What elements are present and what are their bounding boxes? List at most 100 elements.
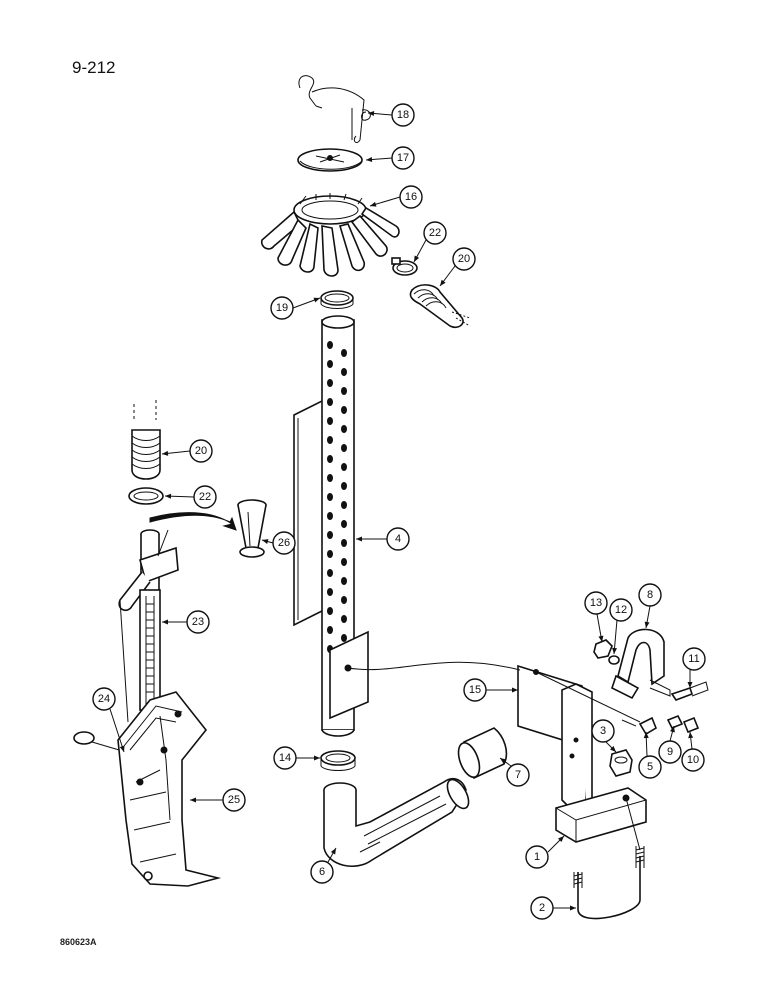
callout-20-left: 20 [189,439,213,463]
tube-hole [341,387,347,395]
svg-text:20: 20 [195,445,207,457]
leader-line [109,708,125,753]
callout-13: 13 [584,591,608,615]
callout-7: 7 [506,763,530,787]
svg-text:18: 18 [397,109,409,121]
leader-arrowhead [687,682,693,688]
svg-text:8: 8 [647,589,653,601]
tube-hole [341,444,347,452]
leader-arrowhead [598,635,604,642]
svg-text:23: 23 [192,616,204,628]
part-2-u-bolt [573,846,645,920]
svg-text:15: 15 [469,684,481,696]
tube-hole [327,379,333,387]
tube-hole [341,425,347,433]
callout-20-upper: 20 [452,247,476,271]
callout-12: 12 [609,598,633,622]
tube-hole [327,531,333,539]
callout-16: 16 [399,185,423,209]
svg-text:22: 22 [429,227,441,239]
leader-arrowhead [162,450,169,456]
tube-hole [341,539,347,547]
callout-4: 4 [386,527,410,551]
hardware-parts [593,639,709,736]
leader-arrowhead [366,157,373,163]
tube-hole [327,436,333,444]
svg-text:26: 26 [278,537,290,549]
leader-arrowhead [500,758,507,764]
leader-arrowhead [262,539,269,544]
svg-text:5: 5 [647,761,653,773]
part-22-hose-clamp-left [128,487,164,505]
part-18-spring-clip [298,75,371,143]
leader-arrowhead [612,647,618,654]
tube-hole [341,406,347,414]
tube-hole [327,455,333,463]
leader-arrowhead [330,848,336,855]
part-7-sleeve [457,727,508,780]
part-25-furrow-boot [117,691,222,887]
tube-hole [341,520,347,528]
tube-hole [327,493,333,501]
leader-arrowhead [440,279,446,286]
callout-22-upper: 22 [423,221,447,245]
leader-arrowhead [688,732,694,739]
svg-text:1: 1 [534,851,540,863]
part-16-distributor-head [260,193,400,277]
callout-14: 14 [273,746,297,770]
leader-arrowhead [370,201,377,207]
svg-text:20: 20 [458,253,470,265]
leader-arrowhead [512,687,518,693]
leader-arrowhead [644,621,650,628]
tube-hole [327,626,333,634]
leader-arrowhead [313,297,320,303]
callout-2: 2 [530,896,554,920]
callout-23: 23 [186,610,210,634]
svg-text:10: 10 [687,754,699,766]
leader-arrowhead [609,745,616,752]
tube-hole [327,607,333,615]
part-14-hose-clamp [320,750,356,771]
tube-hole [341,349,347,357]
tube-hole [327,569,333,577]
leader-arrowhead [356,536,362,542]
part-20-flexible-hose-left [131,400,161,480]
callout-17: 17 [391,146,415,170]
arrow-indicator [149,512,237,531]
tube-hole [341,634,347,642]
leader-lines [109,111,694,911]
callout-22-left: 22 [193,485,217,509]
svg-text:3: 3 [600,725,606,737]
tube-hole [341,615,347,623]
leader-arrowhead [643,732,649,739]
svg-text:6: 6 [319,866,325,878]
part-19-hose-clamp [320,290,354,309]
callout-11: 11 [682,647,706,671]
part-22-hose-clamp-upper [391,257,418,276]
tube-hole [327,474,333,482]
part-20-flexible-hose-upper [409,284,471,329]
callout-25: 25 [222,788,246,812]
tube-hole [341,558,347,566]
tube-hole [327,588,333,596]
tube-hole [327,341,333,349]
tube-hole [341,577,347,585]
callout-1: 1 [525,845,549,869]
callout-26: 26 [272,531,296,555]
part-6-elbow [323,777,470,868]
svg-text:19: 19 [276,302,288,314]
svg-text:12: 12 [615,604,627,616]
part-1-mounting-bracket [555,683,647,843]
callout-19: 19 [270,296,294,320]
part-8-tube-clamp [611,628,671,700]
leader-arrowhead [368,111,375,116]
callout-6: 6 [310,860,334,884]
leader-arrowhead [414,255,420,262]
svg-text:14: 14 [279,752,291,764]
svg-text:13: 13 [590,597,602,609]
part-17-deflector-disc [297,148,363,172]
part-23-seed-tube-bracket [118,529,179,723]
leader-arrowhead [162,619,168,625]
svg-text:9: 9 [667,746,673,758]
